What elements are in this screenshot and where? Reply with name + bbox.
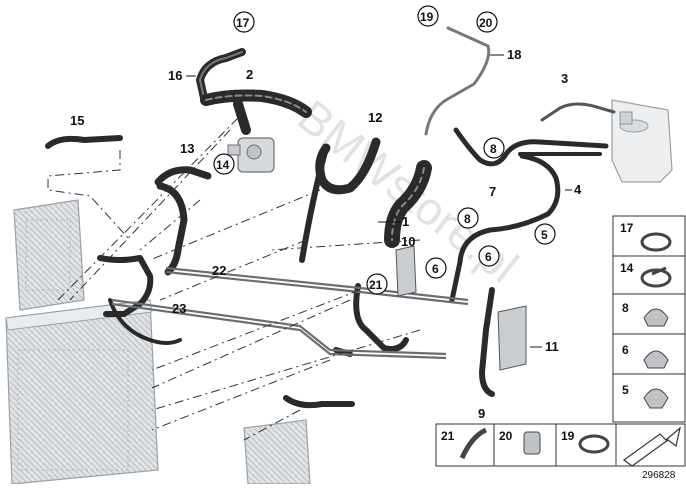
main-radiator xyxy=(5,299,159,485)
callout-4: 4 xyxy=(574,182,582,197)
callout-7: 7 xyxy=(489,184,496,199)
hose-15 xyxy=(45,135,123,149)
aux-radiator-left xyxy=(13,199,85,311)
water-pump xyxy=(227,137,275,173)
circled-17: 17 xyxy=(236,16,250,30)
leader-lines xyxy=(47,117,421,441)
circled-5: 5 xyxy=(541,228,548,242)
circled-21: 21 xyxy=(369,278,383,292)
legend-21: 21 xyxy=(441,429,455,443)
bracket-11 xyxy=(497,305,527,371)
legend-6: 6 xyxy=(622,343,629,357)
hose-4 xyxy=(449,153,561,303)
aux-radiator-bottom xyxy=(243,419,311,485)
circled-6a: 6 xyxy=(485,250,492,264)
callout-2: 2 xyxy=(246,67,253,82)
hoses xyxy=(45,26,616,409)
pipe-23 xyxy=(111,298,447,356)
callout-18: 18 xyxy=(507,47,521,62)
clip-legend: 17 14 8 6 5 xyxy=(612,215,686,423)
hose-13 xyxy=(154,166,212,186)
circled-20: 20 xyxy=(479,16,493,30)
callout-10: 10 xyxy=(401,234,415,249)
expansion-tank xyxy=(611,99,673,183)
callout-16: 16 xyxy=(168,68,182,83)
legend-19: 19 xyxy=(561,429,575,443)
bracket-10 xyxy=(395,245,417,297)
callout-13: 13 xyxy=(180,141,194,156)
pipe-22 xyxy=(165,266,469,302)
legend-14: 14 xyxy=(620,261,634,275)
circled-6b: 6 xyxy=(432,262,439,276)
callout-1: 1 xyxy=(402,214,409,229)
hose-7 xyxy=(453,127,609,167)
hose-3 xyxy=(540,102,616,122)
callout-12: 12 xyxy=(368,110,382,125)
circled-19: 19 xyxy=(420,10,434,24)
diagram-id: 296828 xyxy=(642,470,676,481)
callout-11: 11 xyxy=(545,339,559,354)
callout-22: 22 xyxy=(212,263,226,278)
callout-23: 23 xyxy=(172,301,186,316)
callout-15: 15 xyxy=(70,113,84,128)
legend-8: 8 xyxy=(622,301,629,315)
legend-20: 20 xyxy=(499,429,513,443)
clip-legend-bottom: 21 20 19 xyxy=(435,423,686,467)
pipes xyxy=(111,266,469,360)
legend-17: 17 xyxy=(620,221,634,235)
callout-9: 9 xyxy=(478,406,485,421)
circled-callouts: 17 19 20 14 8 8 5 6 6 21 xyxy=(213,5,556,295)
callout-labels: 1 2 3 4 7 9 10 11 12 13 15 16 18 22 23 xyxy=(70,47,582,421)
circled-8b: 8 xyxy=(464,212,471,226)
callout-3: 3 xyxy=(561,71,568,86)
hose-9 xyxy=(479,287,495,397)
circled-8a: 8 xyxy=(490,142,497,156)
arrow-right-icon xyxy=(622,426,681,467)
circled-14: 14 xyxy=(216,158,230,172)
hose-bottom xyxy=(283,395,355,409)
tube-18 xyxy=(424,26,491,136)
legend-5: 5 xyxy=(622,383,629,397)
